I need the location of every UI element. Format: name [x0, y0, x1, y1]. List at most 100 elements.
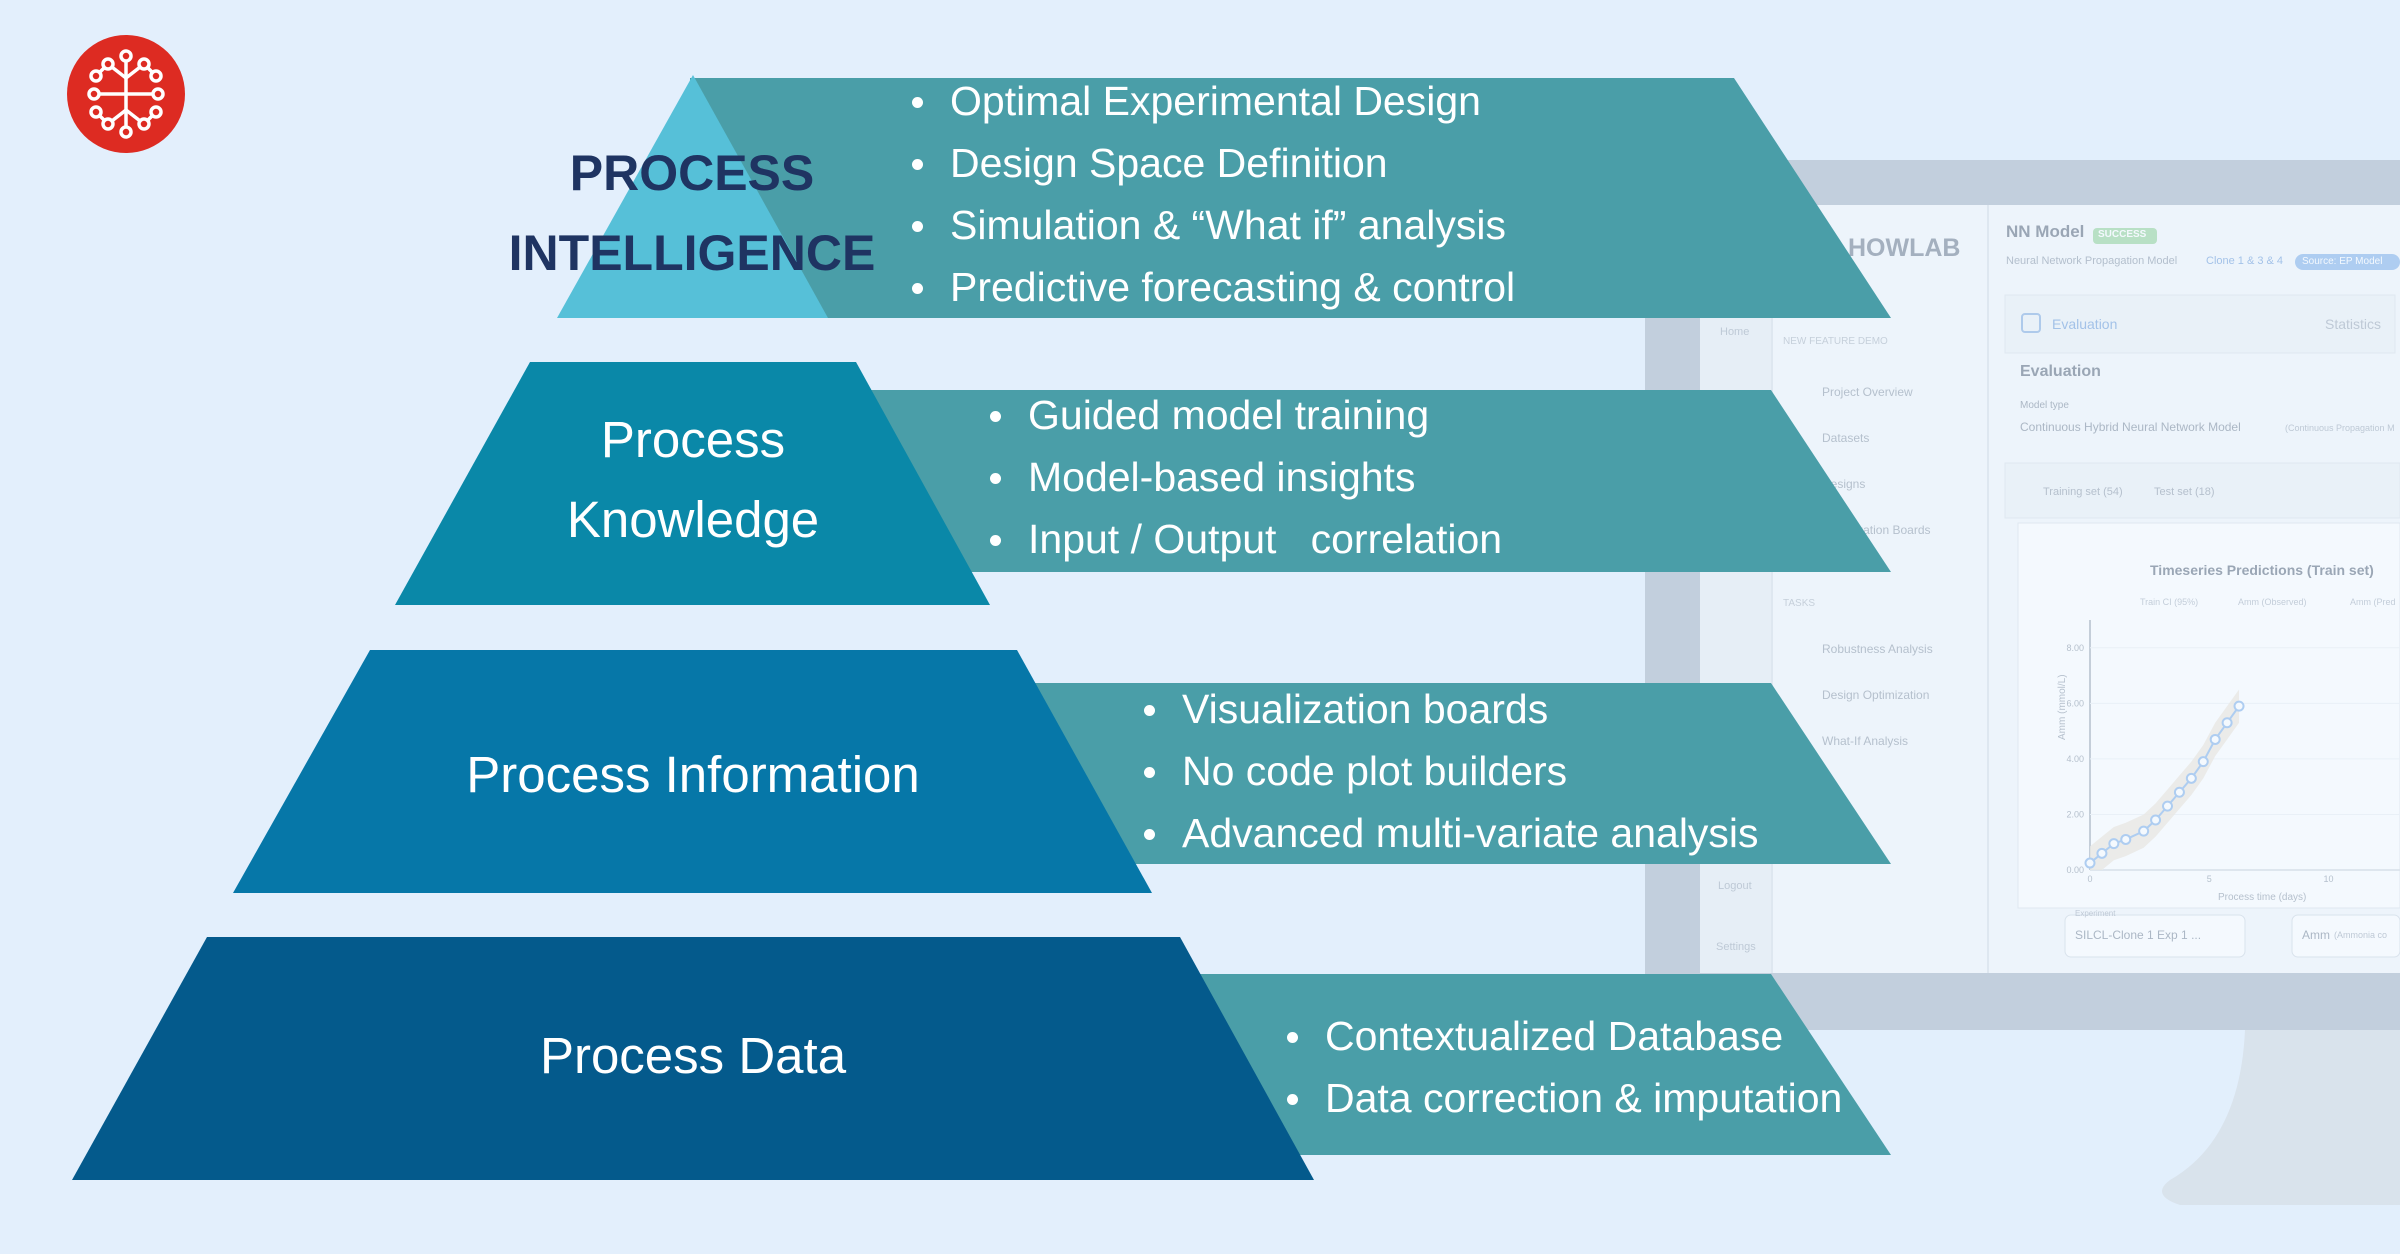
nav-home: Home	[1720, 326, 1750, 338]
sidebar-item-datasets: Datasets	[1822, 431, 1870, 445]
bullet-item: Design Space Definition	[912, 132, 1515, 194]
bullet-item: Data correction & imputation	[1287, 1067, 1842, 1129]
bullet-item: Optimal Experimental Design	[912, 70, 1515, 132]
label-process-information: Process Information	[466, 746, 920, 803]
tasks-header: TASKS	[1783, 598, 1816, 609]
data-point	[2197, 756, 2209, 768]
tier-data	[72, 937, 1314, 1180]
data-point	[2120, 833, 2132, 845]
model-type-value: Continuous Hybrid Neural Network Model	[2020, 420, 2241, 434]
legend-observed: Amm (Observed)	[2238, 597, 2307, 607]
bullet-item: Simulation & “What if” analysis	[912, 194, 1515, 256]
band-information	[1030, 683, 1891, 864]
bullet-item: Visualization boards	[1144, 678, 1759, 740]
monitor-tab-bar	[2004, 294, 2396, 354]
bullet-item: Model-based insights	[990, 446, 1502, 508]
data-point	[2185, 772, 2197, 784]
status-badge	[2093, 228, 2157, 244]
bullet-item: Contextualized Database	[1287, 1005, 1842, 1067]
label-process-data: Process Data	[539, 1027, 847, 1084]
ci-band	[2090, 689, 2240, 870]
subtab-test: Test set (18)	[2154, 486, 2215, 498]
chart-title: Timeseries Predictions (Train set)	[2150, 562, 2374, 578]
tier-information	[233, 650, 1152, 893]
model-type-note: (Continuous Propagation M	[2285, 423, 2395, 433]
bullets-knowledge: Guided model training Model-based insigh…	[990, 384, 1502, 570]
data-point	[2138, 825, 2150, 837]
monitor-stand	[2162, 1030, 2400, 1205]
task-what-if-analysis: What-If Analysis	[1822, 734, 1909, 748]
sidebar-item-project-overview: Project Overview	[1822, 385, 1913, 399]
data-point	[2084, 857, 2096, 869]
tab-statistics: Statistics	[2325, 316, 2382, 332]
tier-intelligence	[557, 75, 828, 318]
data-point	[2173, 786, 2185, 798]
bullet-item: Advanced multi-variate analysis	[1144, 802, 1759, 864]
tab-evaluation: Evaluation	[2052, 316, 2118, 332]
timeseries-chart: 0.00 2.00 4.00 6.00 8.00 0 5 10	[2066, 620, 2400, 884]
variable-value: Amm	[2302, 928, 2330, 942]
nav-settings: Settings	[1716, 941, 1756, 953]
source-badge-text: Source: EP Model	[2302, 256, 2383, 267]
data-point	[2233, 700, 2245, 712]
band-data	[1190, 974, 1891, 1155]
bullets-information: Visualization boards No code plot builde…	[1144, 678, 1759, 864]
label-line-2: INTELLIGENCE	[508, 225, 876, 281]
monitor-subtab-bar	[2004, 462, 2400, 519]
variable-note: (Ammonia co	[2334, 930, 2388, 940]
data-point	[2150, 814, 2162, 826]
monitor-model-title: NN Model	[2006, 222, 2085, 241]
nav-logout: Logout	[1718, 880, 1752, 892]
y-tick-label: 6.00	[2066, 698, 2084, 708]
status-badge-text: SUCCESS	[2098, 229, 2147, 240]
label-line-2: Knowledge	[566, 491, 820, 548]
variable-select	[2291, 914, 2400, 958]
data-point	[2108, 838, 2120, 850]
data-point	[2209, 733, 2221, 745]
y-tick-label: 0.00	[2066, 865, 2084, 875]
y-tick-label: 2.00	[2066, 809, 2084, 819]
x-tick-label: 5	[2207, 874, 2212, 884]
data-point	[2096, 847, 2108, 859]
tier-knowledge	[395, 362, 990, 605]
label-process-intelligence: PROCESS INTELLIGENCE	[487, 133, 897, 293]
task-robustness-analysis: Robustness Analysis	[1822, 642, 1933, 656]
task-design-optimization: Design Optimization	[1822, 688, 1930, 702]
x-tick-label: 0	[2087, 874, 2092, 884]
experiment-label: Experiment	[2075, 909, 2116, 918]
data-point	[2221, 717, 2233, 729]
evaluation-heading: Evaluation	[2020, 363, 2101, 380]
legend-ci: Train CI (95%)	[2140, 597, 2199, 607]
y-tick-label: 8.00	[2066, 643, 2084, 653]
x-axis-label: Process time (days)	[2218, 892, 2307, 903]
monitor-tasks: Robustness Analysis Design Optimization …	[1822, 626, 1933, 764]
model-type-label: Model type	[2020, 400, 2069, 411]
bullets-intelligence: Optimal Experimental Design Design Space…	[912, 70, 1515, 318]
y-tick-label: 4.00	[2066, 754, 2084, 764]
bullet-item: Input / Output correlation	[990, 508, 1502, 570]
bullets-data: Contextualized Database Data correction …	[1287, 1005, 1842, 1129]
experiment-select	[2064, 914, 2246, 958]
experiment-value: SILCL-Clone 1 Exp 1 ...	[2075, 928, 2202, 942]
bullet-item: No code plot builders	[1144, 740, 1759, 802]
legend-predicted: Amm (Pred	[2350, 597, 2396, 607]
monitor-clone-link: Clone 1 & 3 & 4	[2206, 255, 2284, 267]
subtab-train: Training set (54)	[2043, 486, 2123, 498]
star-icon	[2021, 313, 2041, 333]
nav-section-header: NEW FEATURE DEMO	[1783, 336, 1888, 347]
neural-network-icon	[67, 35, 185, 153]
source-badge	[2295, 254, 2400, 270]
monitor-brand: HOWLAB	[1848, 234, 1961, 262]
monitor-chart-card	[2017, 522, 2400, 909]
label-line-1: Process	[600, 411, 786, 468]
label-process-knowledge: Process Knowledge	[493, 400, 893, 560]
monitor-model-subtitle: Neural Network Propagation Model	[2006, 255, 2178, 267]
bullet-item: Guided model training	[990, 384, 1502, 446]
band-intelligence	[690, 78, 1891, 318]
label-line-1: PROCESS	[569, 145, 815, 201]
data-point	[2162, 800, 2173, 812]
bullet-item: Predictive forecasting & control	[912, 256, 1515, 318]
x-tick-label: 10	[2323, 874, 2333, 884]
